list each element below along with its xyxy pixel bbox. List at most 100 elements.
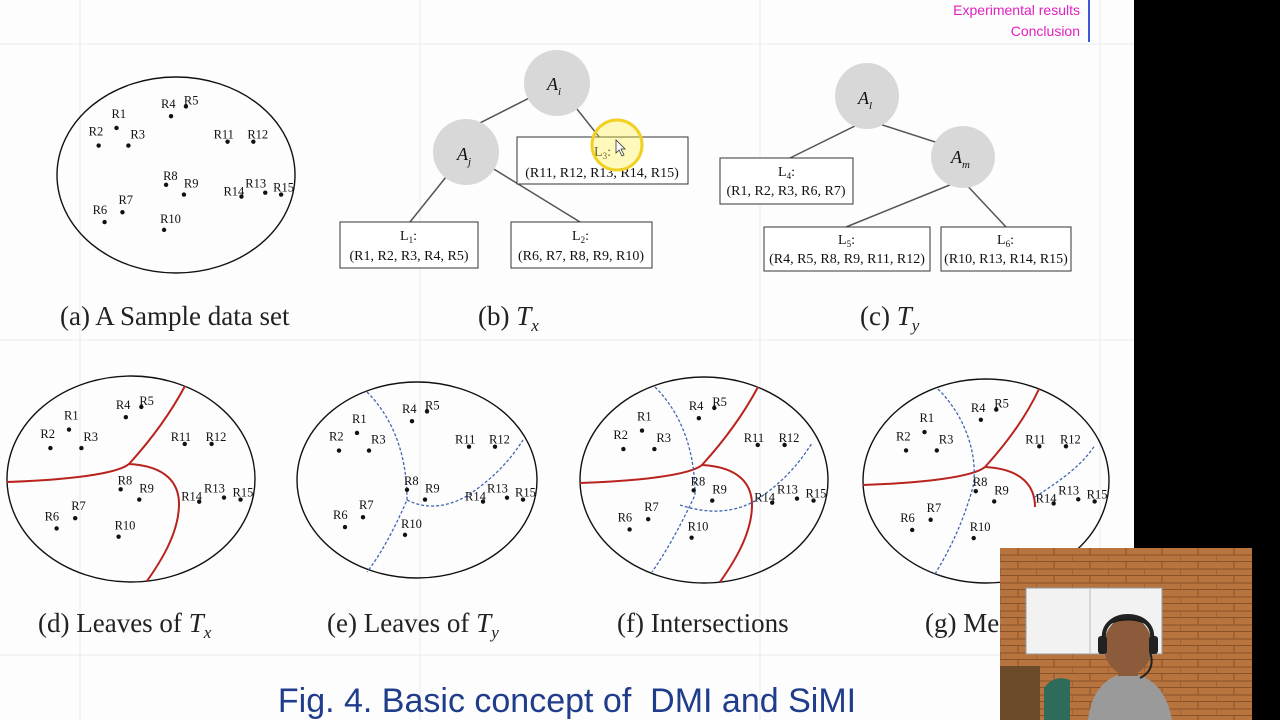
svg-text:(R1, R2, R3, R6, R7): (R1, R2, R3, R6, R7) — [726, 184, 845, 199]
label-r11: R11 — [1025, 432, 1045, 446]
leaf-l5: L5: (R4, R5, R8, R9, R11, R12) — [763, 226, 931, 272]
point-r10 — [116, 534, 121, 539]
svg-text:(R6, R7, R8, R9, R10): (R6, R7, R8, R9, R10) — [518, 249, 644, 264]
point-r3 — [366, 448, 372, 453]
nav-experimental-results[interactable]: Experimental results — [953, 2, 1080, 18]
label-r9: R9 — [994, 483, 1009, 497]
svg-text:Aj: Aj — [456, 144, 471, 168]
label-r2: R2 — [329, 430, 344, 444]
point-r12 — [782, 442, 787, 448]
svg-text:L5:: L5: — [838, 233, 855, 249]
point-r8 — [973, 489, 978, 494]
label-r13: R13 — [245, 177, 266, 191]
label-r8: R8 — [163, 169, 178, 183]
label-r9: R9 — [184, 177, 199, 191]
point-r11 — [755, 442, 760, 448]
node-ai: Ai — [524, 50, 590, 116]
point-r1 — [66, 427, 72, 432]
label-r6: R6 — [900, 511, 915, 525]
point-r4 — [123, 415, 129, 420]
label-r14: R14 — [1036, 491, 1058, 505]
svg-text:Am: Am — [950, 147, 970, 171]
node-am: Am — [931, 126, 995, 188]
label-r7: R7 — [644, 500, 659, 514]
point-r13 — [794, 496, 800, 501]
label-r13: R13 — [204, 482, 225, 496]
point-r11 — [466, 444, 472, 449]
label-r1: R1 — [112, 107, 127, 121]
label-r2: R2 — [613, 428, 628, 442]
svg-text:(R1, R2, R3, R4, R5): (R1, R2, R3, R4, R5) — [349, 249, 468, 264]
point-r2 — [903, 448, 909, 453]
label-r2: R2 — [89, 125, 104, 139]
label-r1: R1 — [920, 411, 935, 425]
label-r7: R7 — [118, 193, 133, 207]
nav-conclusion[interactable]: Conclusion — [1010, 23, 1080, 39]
point-r4 — [978, 417, 984, 422]
label-r2: R2 — [896, 429, 911, 443]
dataset-ellipse — [56, 76, 296, 274]
label-r15: R15 — [273, 181, 294, 195]
point-r13 — [263, 190, 268, 195]
caption-c: (c) Ty — [860, 301, 920, 335]
point-r9 — [422, 497, 428, 502]
point-r14 — [239, 194, 244, 199]
label-r9: R9 — [425, 482, 440, 496]
point-r15 — [811, 498, 816, 503]
label-r15: R15 — [806, 487, 827, 501]
node-aj: Aj — [433, 119, 499, 185]
point-r3 — [934, 448, 939, 453]
label-r6: R6 — [93, 203, 108, 217]
label-r15: R15 — [233, 486, 254, 500]
label-r12: R12 — [779, 431, 800, 445]
point-r1 — [114, 125, 119, 131]
point-r2 — [48, 445, 53, 451]
label-r4: R4 — [689, 399, 704, 413]
point-r7 — [360, 515, 366, 520]
point-r1 — [354, 430, 360, 436]
label-r11: R11 — [455, 433, 475, 447]
point-r15 — [238, 497, 243, 502]
point-r3 — [652, 446, 657, 452]
label-r8: R8 — [118, 473, 133, 487]
point-r5 — [994, 407, 999, 412]
label-r5: R5 — [994, 397, 1009, 411]
point-r13 — [221, 495, 227, 500]
point-r10 — [689, 535, 694, 540]
label-r9: R9 — [712, 483, 727, 497]
label-r5: R5 — [139, 394, 154, 408]
caption-a: (a) A Sample data set — [60, 301, 290, 331]
label-r3: R3 — [83, 430, 98, 444]
point-r15 — [520, 497, 526, 502]
label-r8: R8 — [404, 474, 419, 488]
label-r10: R10 — [115, 519, 136, 533]
label-r3: R3 — [371, 433, 386, 447]
panel-b-tree-tx: Ai Aj L3: (R11, R12, R13, R14, R15) L1: … — [339, 50, 689, 269]
label-r3: R3 — [130, 128, 145, 142]
point-r12 — [1063, 444, 1069, 449]
caption-b: (b) Tx — [478, 301, 539, 335]
point-r15 — [278, 192, 284, 197]
point-r9 — [710, 498, 715, 503]
label-r2: R2 — [40, 427, 55, 441]
svg-text:Ai: Ai — [546, 74, 561, 98]
label-r15: R15 — [1087, 487, 1108, 501]
svg-text:L6:: L6: — [997, 233, 1014, 249]
point-r6 — [627, 527, 632, 532]
cursor-highlight — [590, 118, 644, 172]
svg-text:(R10, R13, R14, R15): (R10, R13, R14, R15) — [944, 252, 1068, 267]
caption-f: (f) Intersections — [617, 608, 789, 638]
point-r4 — [696, 416, 702, 421]
leaf-l2: L2: (R6, R7, R8, R9, R10) — [510, 221, 653, 269]
leaf-l1: L1: (R1, R2, R3, R4, R5) — [339, 221, 479, 269]
point-r2 — [336, 448, 342, 453]
label-r14: R14 — [223, 185, 245, 199]
point-r4 — [409, 419, 415, 424]
label-r5: R5 — [425, 398, 440, 412]
label-r13: R13 — [1058, 483, 1079, 497]
point-r6 — [910, 527, 915, 533]
